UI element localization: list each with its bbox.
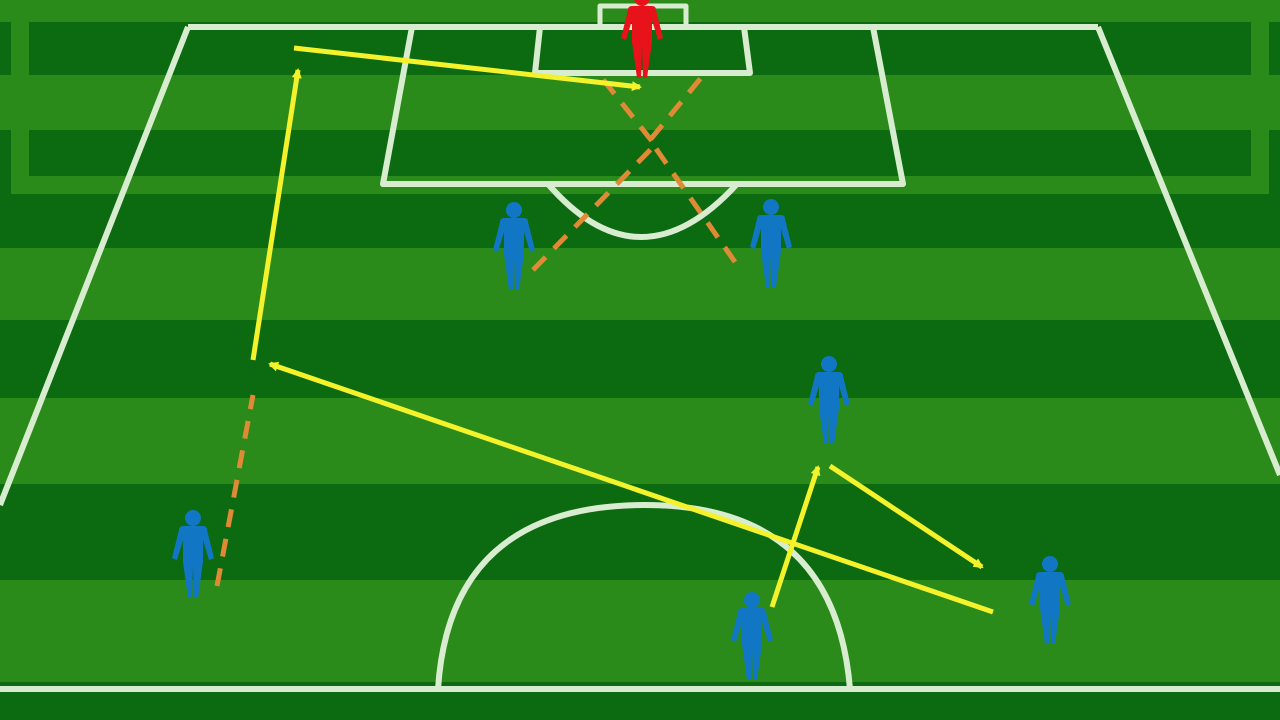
pass-mid-right [828,463,984,570]
player-head-icon [506,202,522,218]
run-left-back [214,394,256,587]
player-head-icon [1042,556,1058,572]
pass-switch [268,361,994,615]
player-head-icon [634,0,650,6]
penalty-arc [545,181,740,240]
center-circle [435,502,853,690]
six-yard-box [532,26,753,76]
player-body-icon [750,215,792,287]
pitch-markings [0,3,1280,692]
player-striker-left [493,202,535,290]
player-head-icon [744,592,760,608]
touchline-left [0,25,191,507]
player-left-back [172,510,214,598]
player-body-icon [731,608,773,680]
goalkeeper [621,0,663,78]
touchline-right [1095,25,1280,477]
runs [214,71,738,587]
player-body-icon [621,6,663,78]
player-right-mid [808,356,850,444]
player-body-icon [493,218,535,290]
pass-cross [293,45,642,92]
player-body-icon [1029,572,1071,644]
pass-mid-forward [769,465,821,608]
pass-wing-up [250,68,302,361]
passes [250,45,994,615]
player-right-forward [1029,556,1071,644]
penalty-box [380,26,906,187]
player-head-icon [185,510,201,526]
player-body-icon [172,526,214,598]
player-head-icon [763,199,779,215]
player-body-icon [808,372,850,444]
players [172,0,1071,680]
player-center-mid [731,592,773,680]
player-striker-right [750,199,792,287]
player-head-icon [821,356,837,372]
